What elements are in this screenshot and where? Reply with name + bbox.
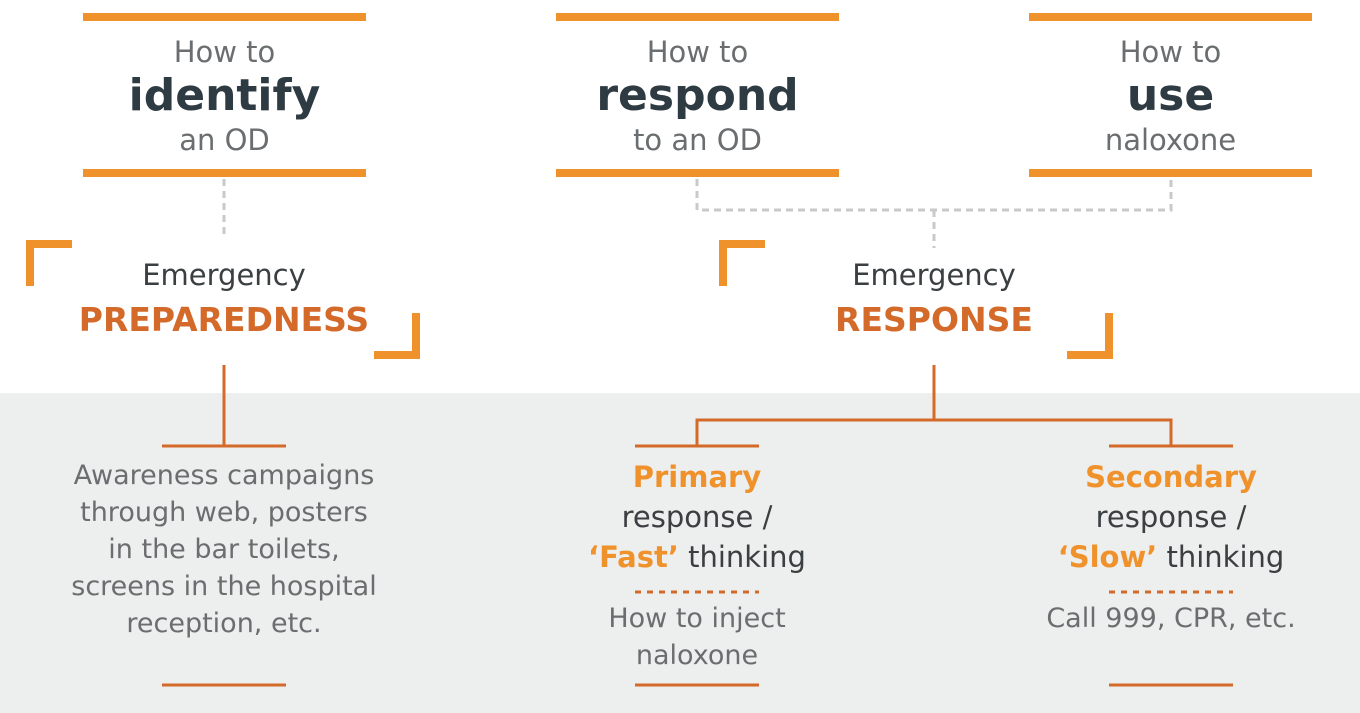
box-identify-top-bar bbox=[83, 13, 366, 21]
primary-response: Primary response / ‘Fast’ thinking bbox=[547, 457, 847, 577]
box-respond-bottom-bar bbox=[556, 169, 839, 177]
primary-line3: ‘Fast’ thinking bbox=[547, 537, 847, 577]
secondary-quote: ‘Slow’ bbox=[1057, 540, 1158, 574]
awareness-line: Awareness campaigns bbox=[73, 460, 375, 491]
secondary-response: Secondary response / ‘Slow’ thinking bbox=[1021, 457, 1321, 577]
box-use-line3: naloxone bbox=[1104, 123, 1237, 157]
box-respond-line3: to an OD bbox=[633, 123, 762, 157]
box-respond-title: respond bbox=[596, 70, 799, 121]
response-title: RESPONSE bbox=[835, 300, 1033, 339]
box-respond-line1: How to bbox=[646, 35, 749, 69]
bracket-preparedness-bottomright bbox=[374, 313, 420, 359]
primary-quote: ‘Fast’ bbox=[588, 540, 679, 574]
preparedness-title: PREPAREDNESS bbox=[78, 300, 370, 339]
box-use-bottom-bar bbox=[1029, 169, 1312, 177]
response-line1: Emergency bbox=[852, 258, 1016, 292]
awareness-line: reception, etc. bbox=[126, 608, 322, 639]
primary-thinking: thinking bbox=[678, 540, 806, 574]
bracket-response-bottomright bbox=[1067, 313, 1113, 359]
box-respond-top-bar bbox=[556, 13, 839, 21]
awareness-line: screens in the hospital bbox=[71, 571, 377, 602]
awareness-line: in the bar toilets, bbox=[108, 534, 340, 565]
bracket-preparedness-topleft bbox=[26, 240, 72, 286]
secondary-thinking: thinking bbox=[1157, 540, 1285, 574]
secondary-detail: Call 999, CPR, etc. bbox=[1021, 600, 1321, 637]
box-respond: How to respond to an OD bbox=[556, 30, 839, 162]
preparedness-line1: Emergency bbox=[142, 258, 306, 292]
box-use-title: use bbox=[1126, 70, 1215, 121]
awareness-text: Awareness campaigns through web, posters… bbox=[24, 457, 424, 642]
box-identify: How to identify an OD bbox=[83, 30, 366, 162]
secondary-title: Secondary bbox=[1085, 460, 1257, 494]
response-label: Emergency RESPONSE bbox=[784, 253, 1084, 343]
awareness-line: through web, posters bbox=[80, 497, 368, 528]
primary-detail-line2: naloxone bbox=[635, 640, 759, 671]
box-identify-title: identify bbox=[128, 70, 321, 121]
primary-detail-line1: How to inject bbox=[608, 603, 786, 634]
primary-detail: How to inject naloxone bbox=[547, 600, 847, 674]
box-use-top-bar bbox=[1029, 13, 1312, 21]
primary-line2: response / bbox=[621, 500, 773, 534]
bracket-response-topleft bbox=[719, 240, 765, 286]
box-use: How to use naloxone bbox=[1029, 30, 1312, 162]
connector-respond-use bbox=[695, 179, 1173, 212]
tree-response-branch bbox=[695, 418, 1173, 446]
preparedness-label: Emergency PREPAREDNESS bbox=[74, 253, 374, 343]
primary-title: Primary bbox=[632, 460, 762, 494]
box-identify-bottom-bar bbox=[83, 169, 366, 177]
secondary-line3: ‘Slow’ thinking bbox=[1021, 537, 1321, 577]
secondary-detail-line1: Call 999, CPR, etc. bbox=[1046, 603, 1296, 634]
box-use-line1: How to bbox=[1119, 35, 1222, 69]
box-identify-line1: How to bbox=[173, 35, 276, 69]
secondary-line2: response / bbox=[1095, 500, 1247, 534]
box-identify-line3: an OD bbox=[179, 123, 270, 157]
